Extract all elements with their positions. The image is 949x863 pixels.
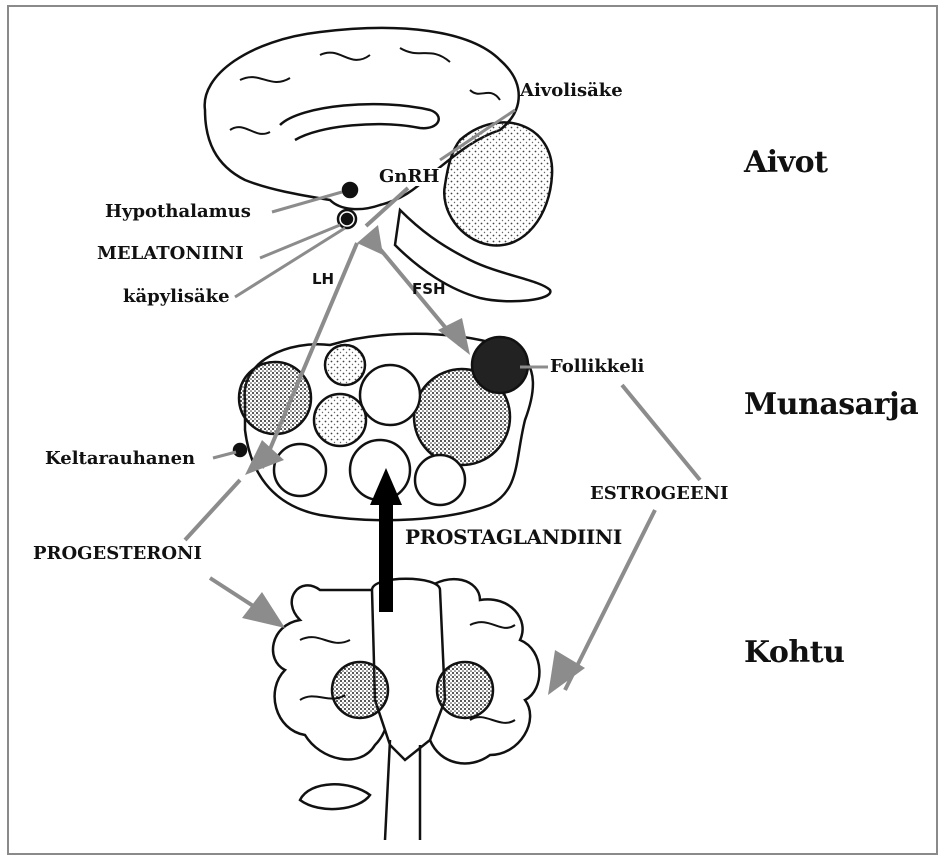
label-pineal: käpylisäke (123, 288, 230, 306)
leader-corpus-luteum (213, 452, 236, 458)
brain-illustration (205, 28, 552, 301)
label-lh: LH (312, 272, 334, 287)
label-pituitary: Aivolisäke (520, 82, 623, 100)
organ-label-uterus: Kohtu (744, 638, 844, 668)
progesterone-line-up (185, 480, 240, 540)
label-gnrh: GnRH (376, 168, 442, 186)
label-progesterone: PROGESTERONI (33, 545, 202, 563)
gnrh-arrowhead (357, 225, 383, 255)
label-fsh: FSH (412, 282, 446, 297)
label-melatonin: MELATONIINI (97, 245, 244, 263)
estrogen-line-up (622, 385, 700, 480)
label-prostaglandin: PROSTAGLANDIINI (405, 527, 622, 547)
progesterone-arrowhead (242, 592, 285, 628)
organ-label-ovary: Munasarja (744, 390, 918, 420)
organ-label-brain: Aivot (744, 148, 827, 178)
label-follicle: Follikkeli (550, 358, 644, 376)
leader-melatonin (260, 225, 340, 258)
label-estrogen: ESTROGEENI (590, 485, 728, 503)
label-corpus-luteum: Keltarauhanen (45, 450, 195, 468)
label-hypothalamus: Hypothalamus (105, 203, 251, 221)
uterus-illustration (273, 579, 539, 840)
